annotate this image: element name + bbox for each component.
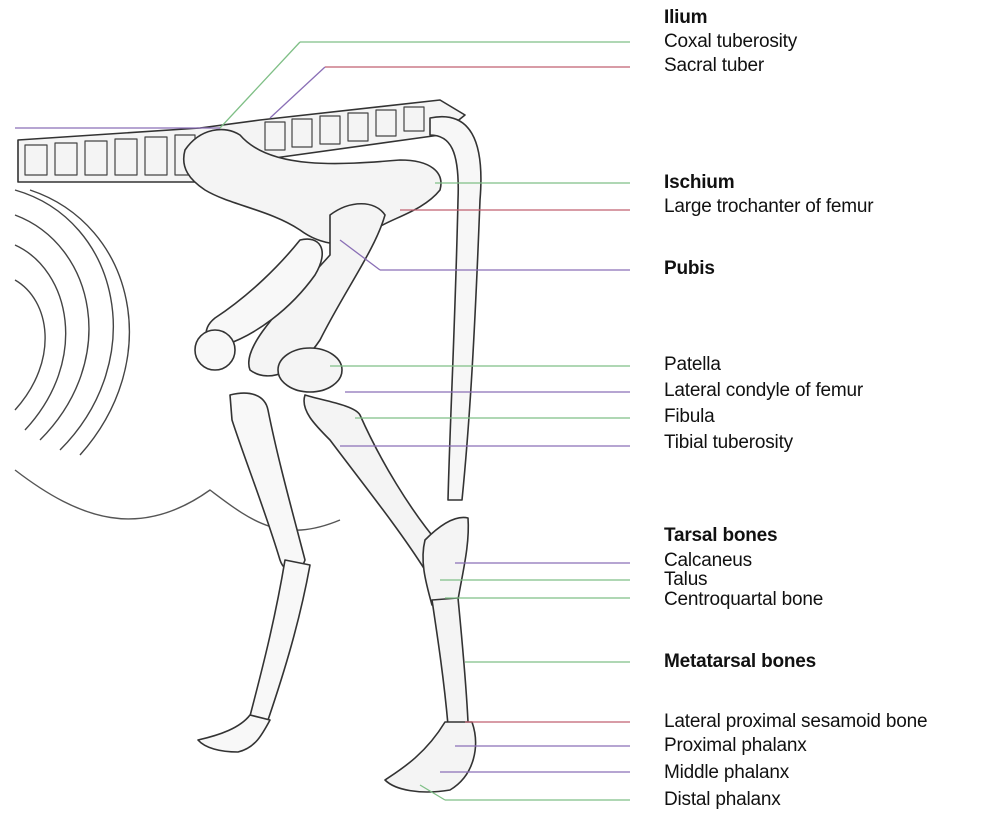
tarsus: [423, 517, 468, 605]
leader-sacral: [270, 67, 325, 118]
patella-shape: [278, 348, 342, 392]
hoof-left: [198, 715, 270, 752]
ribcage: [15, 190, 129, 455]
label-fibula: Fibula: [664, 406, 715, 428]
label-lateral-condyle: Lateral condyle of femur: [664, 380, 863, 402]
label-metatarsal-bones: Metatarsal bones: [664, 651, 816, 673]
knee-left: [195, 330, 235, 370]
label-talus: Talus: [664, 569, 707, 591]
label-large-trochanter: Large trochanter of femur: [664, 196, 873, 218]
label-proximal-phalanx: Proximal phalanx: [664, 735, 807, 757]
label-sacral-tuber: Sacral tuber: [664, 55, 764, 77]
tibia-left: [230, 393, 305, 571]
label-distal-phalanx: Distal phalanx: [664, 789, 781, 811]
label-ischium: Ischium: [664, 172, 734, 194]
hoof: [385, 722, 476, 792]
metatarsus-left: [250, 560, 310, 720]
label-tarsal-bones: Tarsal bones: [664, 525, 777, 547]
label-tibial-tuberosity: Tibial tuberosity: [664, 432, 793, 454]
leader-coxal: [220, 42, 300, 128]
label-coxal-tuberosity: Coxal tuberosity: [664, 31, 797, 53]
metatarsus: [432, 598, 468, 725]
label-middle-phalanx: Middle phalanx: [664, 762, 789, 784]
label-patella: Patella: [664, 354, 721, 376]
tibia: [304, 395, 444, 571]
label-centroquartal: Centroquartal bone: [664, 589, 823, 611]
label-pubis: Pubis: [664, 258, 715, 280]
label-lateral-proximal-sesamoid: Lateral proximal sesamoid bone: [664, 711, 927, 733]
label-ilium: Ilium: [664, 7, 707, 29]
